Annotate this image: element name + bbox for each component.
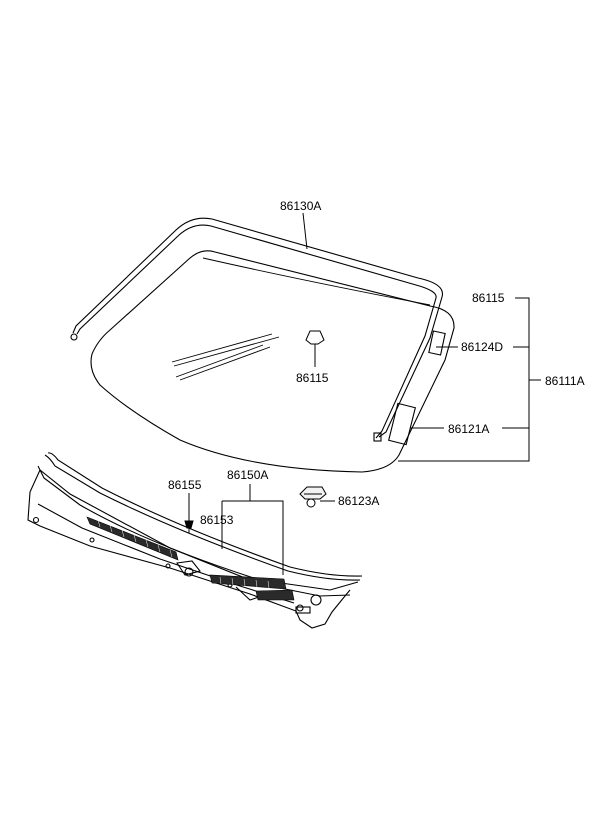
part-label-86115: 86115 — [472, 291, 505, 305]
clip-86123A — [299, 486, 327, 508]
part-label-86123A: 86123A — [338, 494, 380, 508]
part-label-86111A: 86111A — [545, 374, 585, 388]
screw-86155 — [184, 520, 194, 533]
windshield-moulding — [70, 217, 444, 442]
part-label-86124D: 86124D — [461, 340, 504, 354]
windshield-glass — [90, 250, 455, 473]
part-label-86130A: 86130A — [280, 199, 322, 213]
cowl-vent-grille-ribs — [97, 519, 270, 589]
part-label-86153: 86153 — [200, 513, 234, 527]
part-label-86121A: 86121A — [448, 422, 490, 436]
leader-lines — [188, 212, 541, 575]
part-label-86115-clip: 86115 — [296, 371, 329, 385]
part-label-86150A: 86150A — [227, 468, 269, 482]
cowl-vent-grille — [86, 516, 295, 601]
part-label-86155: 86155 — [168, 478, 202, 492]
